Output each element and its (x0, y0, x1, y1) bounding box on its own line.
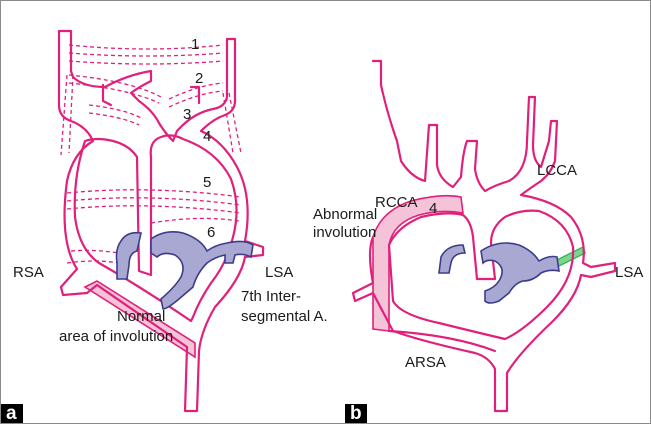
arch-number-5: 5 (203, 174, 211, 191)
label-normal-line1: Normal (117, 308, 165, 325)
panel-b-tag: b (350, 403, 362, 423)
arch-number-2: 2 (195, 70, 203, 87)
arch-number-1: 1 (191, 36, 199, 53)
panel-a: 1 2 3 4 5 6 RSA LSA 7th Inter- segmental… (1, 31, 328, 423)
panel-b: RCCA LCCA 4 Abnormal involution LSA ARSA… (313, 61, 643, 423)
arch-number-6: 6 (207, 224, 215, 241)
label-abnormal-line2: involution (313, 224, 376, 241)
label-rsa: RSA (13, 264, 44, 281)
arch-number-4-b: 4 (429, 200, 437, 217)
label-arsa: ARSA (405, 354, 446, 371)
label-lcca: LCCA (537, 162, 577, 179)
label-rcca: RCCA (375, 194, 418, 211)
label-lsa-a: LSA (265, 264, 293, 281)
panel-a-tag: a (6, 403, 17, 423)
pulmonary-artery-a (117, 232, 254, 309)
label-7th-intersegmental-line2: segmental A. (241, 308, 328, 325)
arch-number-3: 3 (183, 106, 191, 123)
label-lsa-b: LSA (615, 264, 643, 281)
label-normal-line2: area of involution (59, 328, 173, 345)
arch-number-4: 4 (203, 128, 211, 145)
label-abnormal-line1: Abnormal (313, 206, 377, 223)
pulmonary-artery-b (439, 243, 559, 303)
label-7th-intersegmental-line1: 7th Inter- (241, 288, 301, 305)
